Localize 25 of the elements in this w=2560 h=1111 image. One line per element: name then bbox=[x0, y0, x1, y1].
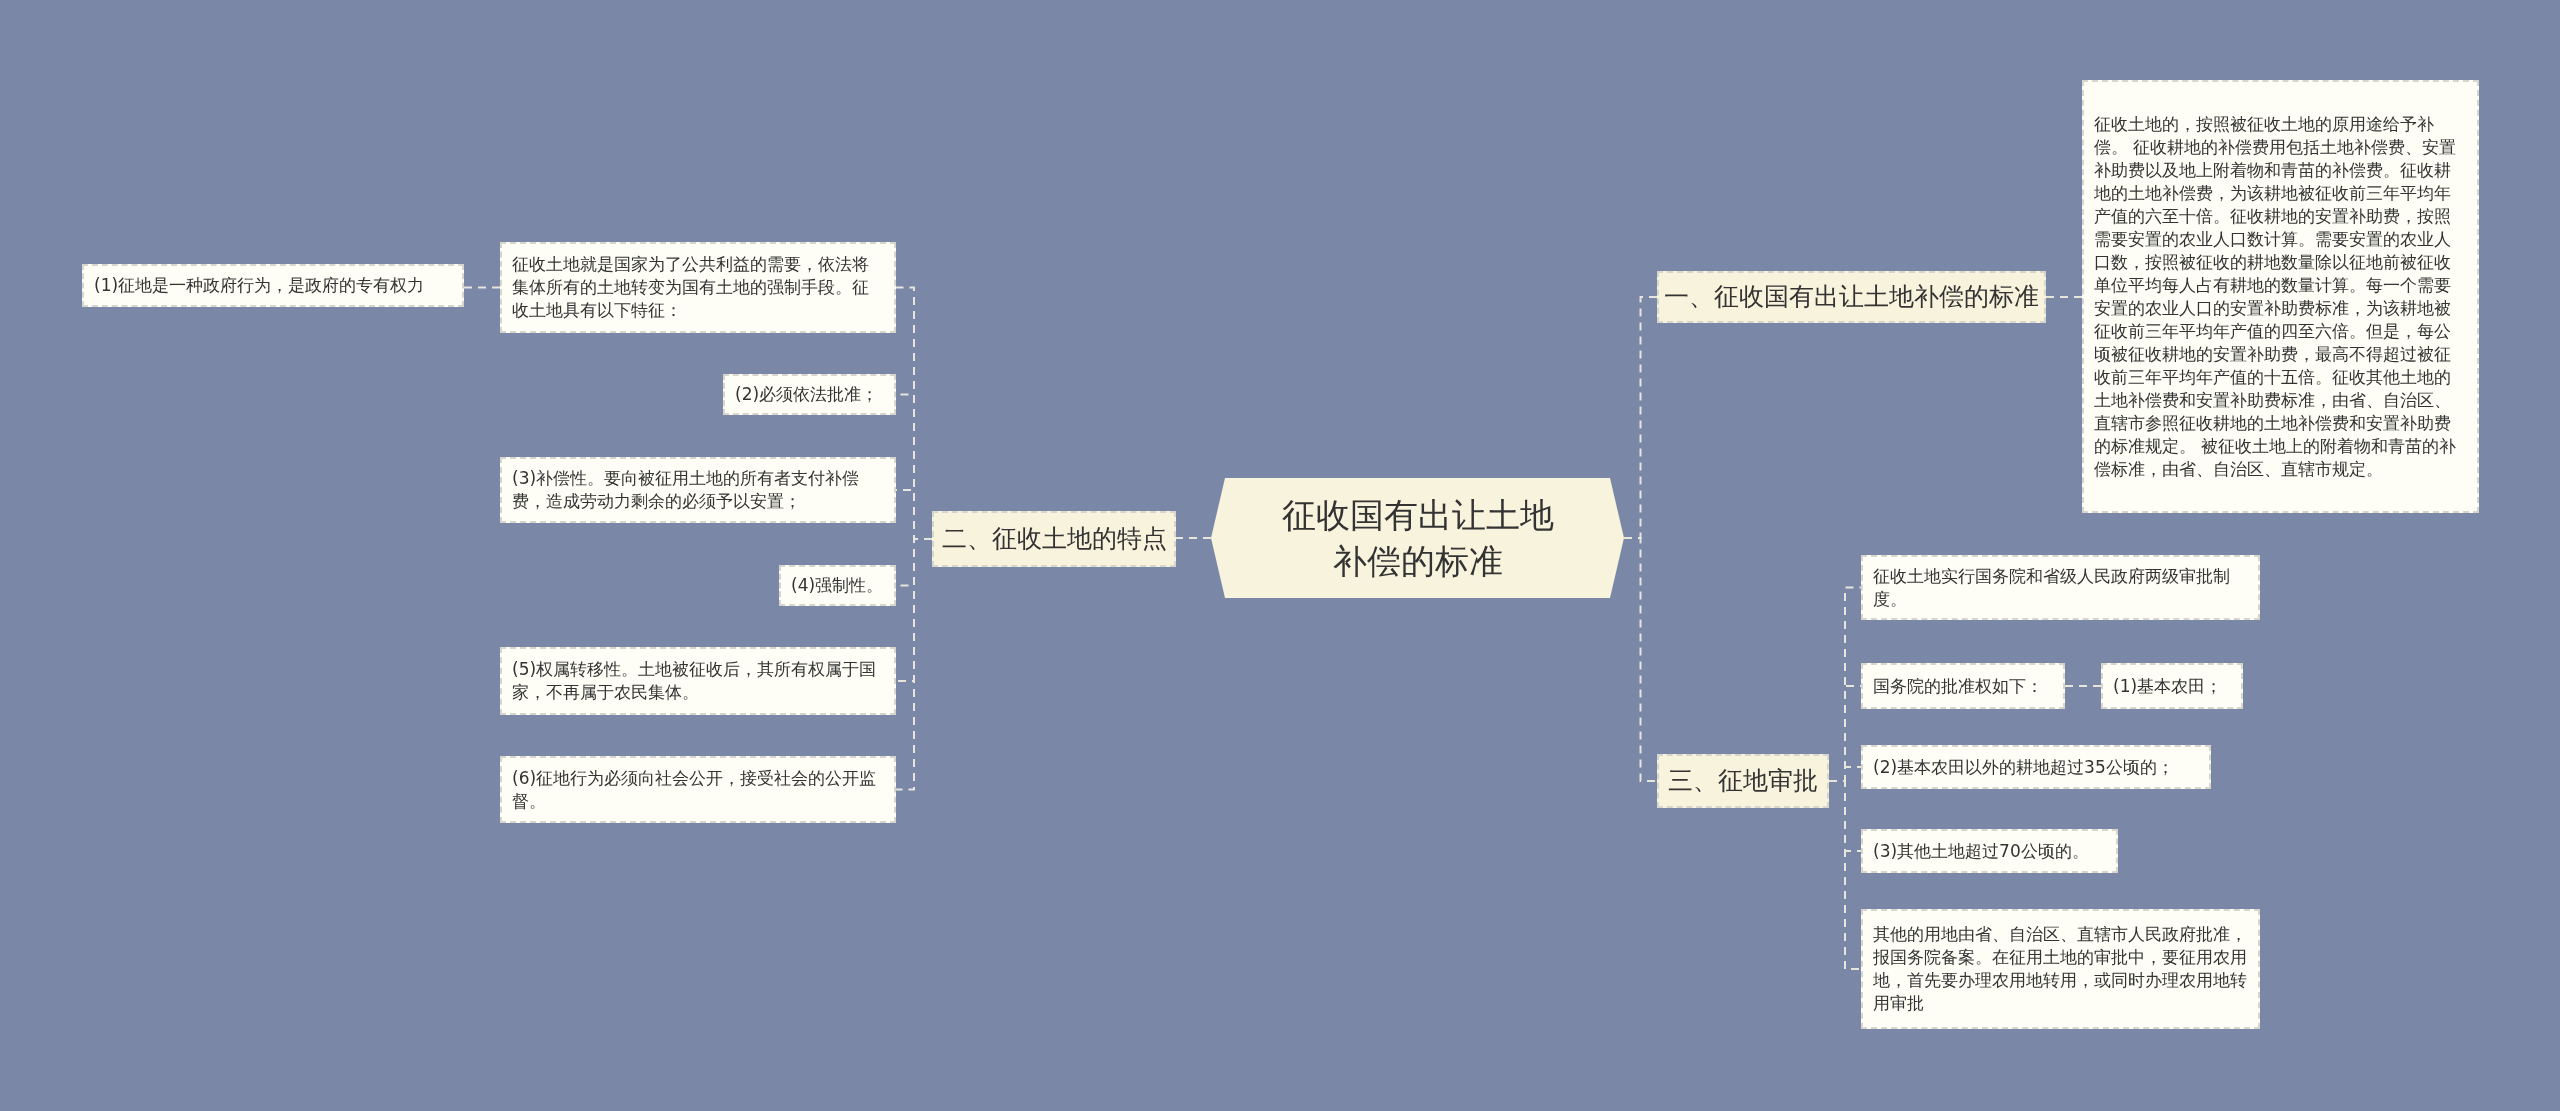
text-box: 征收土地实行国务院和省级人民政府两级审批制度。 bbox=[1861, 555, 2260, 620]
connector-line bbox=[1175, 537, 1212, 539]
text-box: (4)强制性。 bbox=[779, 565, 896, 606]
connector-line bbox=[1623, 537, 1658, 782]
text-box: 国务院的批准权如下： bbox=[1861, 663, 2065, 709]
text-box: 征收土地就是国家为了公共利益的需要，依法将集体所有的土地转变为国有土地的强制手段。征收土地具有以下特征： bbox=[500, 242, 896, 333]
text-box: (5)权属转移性。土地被征收后，其所有权属于国家，不再属于农民集体。 bbox=[500, 647, 896, 715]
text-box: 征收土地的，按照被征收土地的原用途给予补偿。 征收耕地的补偿费用包括土地补偿费、安置补助费以及地上附着物和青苗的补偿费。征收耕地的土地补偿费，为该耕地被征收前三年平均年产值的六至十倍。征收耕地的安置补助费，按照需要安置的农业人口数计算。需要安置的农业人口数，按照被征收的耕地数量除以征地前被征收单位平均每人占有耕地的数量计算。每一个需要安置的农业人口的安置补助费标准，为该耕地被征收前三年平均年产值的四至六倍。但是，每公顷被征收耕地的安置补助费，最高不得超过被征收前三年平均年产值的十五倍。征收其他土地的土地补偿费和安置补助费标准，由省、自治区、直辖市参照征收耕地的土地补偿费和安置补助费的标准规定。 被征收土地上的附着物和青苗的补偿标准，由省、自治区、直辖市规定。 bbox=[2082, 80, 2479, 513]
text-box: (2)基本农田以外的耕地超过35公顷的； bbox=[1861, 745, 2211, 789]
text-box: (6)征地行为必须向社会公开，接受社会的公开监督。 bbox=[500, 756, 896, 823]
connector-line bbox=[1828, 780, 1862, 970]
text-box: (1)基本农田； bbox=[2101, 663, 2243, 709]
topic-box: 三、征地审批 bbox=[1657, 754, 1829, 808]
text-box: (3)其他土地超过70公顷的。 bbox=[1861, 829, 2118, 873]
text-box: (2)必须依法批准； bbox=[723, 374, 896, 415]
text-box: 其他的用地由省、自治区、直辖市人民政府批准，报国务院备案。在征用土地的审批中，要征用农用地，首先要办理农用地转用，或同时办理农用地转用审批 bbox=[1861, 909, 2260, 1029]
text-box: (1)征地是一种政府行为，是政府的专有权力 bbox=[82, 264, 464, 307]
connector-line bbox=[463, 286, 501, 289]
connector-line bbox=[2045, 296, 2083, 298]
topic-box: 二、征收土地的特点 bbox=[932, 511, 1176, 567]
central-topic-hexagon: 征收国有出让土地补偿的标准 bbox=[1211, 478, 1624, 598]
connector-line bbox=[2064, 685, 2102, 687]
text-box: (3)补偿性。要向被征用土地的所有者支付补偿费，造成劳动力剩余的必须予以安置； bbox=[500, 457, 896, 523]
connector-line bbox=[895, 538, 933, 791]
topic-box: 一、征收国有出让土地补偿的标准 bbox=[1657, 271, 2046, 323]
